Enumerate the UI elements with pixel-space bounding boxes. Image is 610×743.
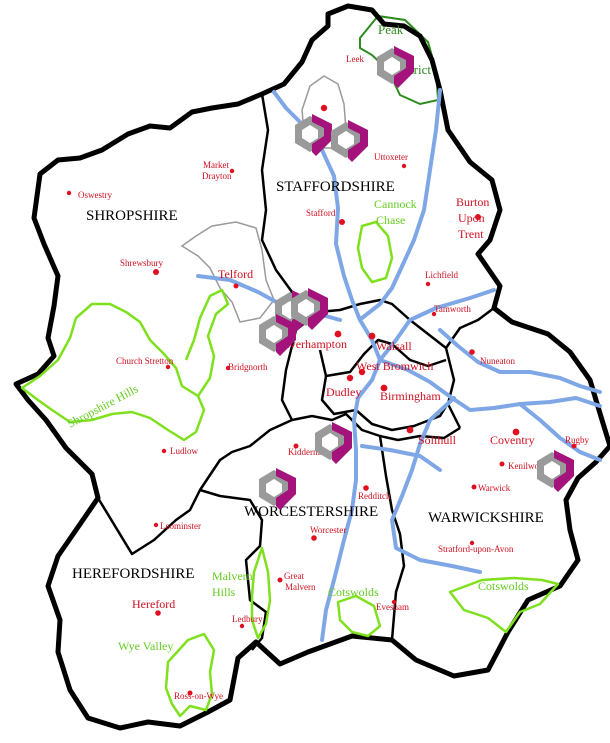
- town-label-hereford: Hereford: [132, 597, 175, 611]
- roads: [196, 88, 602, 642]
- town-label-burton-2: Upon: [458, 211, 485, 225]
- town-label-uttoxeter: Uttoxeter: [374, 152, 408, 162]
- town-label-great-malvern-1: Great: [284, 571, 304, 581]
- town-label-walsall: Walsall: [376, 339, 412, 353]
- town-label-redditch: Redditch: [358, 491, 391, 501]
- town-label-lichfield: Lichfield: [425, 270, 458, 280]
- green-areas: [20, 220, 560, 718]
- town-label-oswestry: Oswestry: [78, 190, 112, 200]
- town-label-kenilworth: Kenilworth: [508, 461, 549, 471]
- town-label-leek: Leek: [346, 54, 364, 64]
- marker-leek-logo[interactable]: [377, 46, 414, 88]
- malvern-hills-label-line2: Hills: [212, 585, 236, 599]
- county-label-shropshire: SHROPSHIRE: [86, 208, 178, 224]
- town-label-worcester: Worcester: [310, 525, 346, 535]
- town-label-warwick: Warwick: [478, 483, 511, 493]
- county-label-warwickshire: WARWICKSHIRE: [428, 510, 544, 526]
- peak-district-boundary: [359, 14, 440, 106]
- county-label-herefordshire: HEREFORDSHIRE: [72, 566, 195, 582]
- town-label-stratford: Stratford-upon-Avon: [438, 544, 514, 554]
- cannock-chase-label-line2: Chase: [376, 213, 405, 227]
- town-label-kidderminster: Kidderminster: [288, 447, 340, 457]
- shropshire-hills-area: [20, 288, 230, 442]
- town-label-birmingham: Birmingham: [380, 389, 441, 403]
- cotswolds-west-label: Cotswolds: [328, 585, 379, 599]
- cotswolds-east-label: Cotswolds: [478, 579, 529, 593]
- town-label-solihull: Solihull: [418, 433, 457, 447]
- county-label-worcestershire: WORCESTERSHIRE: [244, 504, 378, 520]
- marker-rugby-logo[interactable]: [537, 450, 574, 492]
- town-label-nuneaton: Nuneaton: [480, 356, 515, 366]
- town-label-tamworth: Tamworth: [434, 304, 471, 314]
- county-boundaries: [96, 93, 495, 651]
- town-label-burton-3: Trent: [458, 227, 484, 241]
- town-label-rugby: Rugby: [565, 435, 590, 445]
- town-label-market-drayton-1: Market: [203, 160, 229, 170]
- town-label-ludlow: Ludlow: [170, 446, 198, 456]
- town-label-burton-1: Burton: [456, 195, 489, 209]
- malvern-hills-label-line1: Malvern: [212, 569, 253, 583]
- shropshire-hills-label: Shropshire Hills: [65, 381, 141, 430]
- marker-kidderminster-logo[interactable]: [315, 422, 352, 464]
- town-label-telford: Telford: [218, 267, 253, 281]
- town-label-ross: Ross-on-Wye: [174, 691, 223, 701]
- wye-valley-label: Wye Valley: [118, 639, 173, 653]
- town-label-ledbury: Ledbury: [232, 614, 263, 624]
- town-label-west-bromwich: West Bromwich: [356, 359, 433, 373]
- town-label-shrewsbury: Shrewsbury: [120, 258, 163, 268]
- cannock-chase-label-line1: Cannock: [374, 197, 417, 211]
- town-label-great-malvern-2: Malvern: [285, 582, 316, 592]
- cotswolds-east-area: [448, 576, 560, 634]
- town-label-dudley: Dudley: [326, 385, 361, 399]
- town-label-leominster: Leominster: [160, 521, 201, 531]
- peak-district-label-line1: Peak: [378, 22, 404, 37]
- town-label-stafford: Stafford: [306, 208, 336, 218]
- town-label-market-drayton-2: Drayton: [202, 171, 232, 181]
- town-label-church-stretton: Church Stretton: [116, 356, 174, 366]
- county-label-staffordshire: STAFFORDSHIRE: [276, 179, 395, 195]
- town-label-bridgnorth: Bridgnorth: [228, 362, 268, 372]
- malvern-hills-area: [250, 546, 272, 640]
- town-label-coventry: Coventry: [490, 433, 535, 447]
- cannock-chase-area: [356, 220, 394, 284]
- cotswolds-west-area: [336, 594, 382, 638]
- region-outline: [13, 3, 610, 731]
- town-label-evesham: Evesham: [376, 602, 409, 612]
- marker-staffordshire-logo-2[interactable]: [331, 120, 368, 162]
- town-dots: [66, 104, 577, 696]
- wye-valley-area: [164, 632, 216, 718]
